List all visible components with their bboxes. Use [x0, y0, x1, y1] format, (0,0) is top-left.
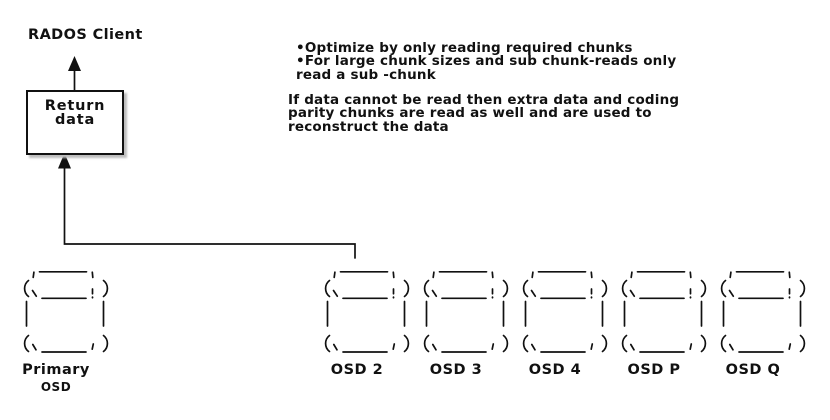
return-box-line1: Return — [44, 98, 106, 114]
osd-label: OSD Q — [725, 362, 781, 378]
cylinder-icon — [720, 270, 806, 353]
bullet-notes: •Optimize by only reading required chunk… — [296, 40, 677, 83]
osd-node-4: OSD 4 — [520, 270, 610, 400]
return-data-box: Return data — [26, 90, 124, 155]
rados-client-label: RADOS Client — [28, 27, 143, 43]
arrow-osd-to-return — [58, 153, 356, 259]
osd-node-primary: Primary OSD — [21, 270, 111, 400]
osd-node-2: OSD 2 — [322, 270, 412, 400]
cylinder-icon — [324, 270, 410, 353]
osd-sublabel: OSD — [40, 380, 72, 394]
osd-label: OSD P — [627, 362, 681, 378]
cylinder-icon — [423, 270, 509, 353]
osd-label: OSD 2 — [330, 362, 384, 378]
osd-node-q: OSD Q — [718, 270, 808, 400]
osd-label: OSD 3 — [429, 362, 483, 378]
arrow-return-to-client — [68, 56, 81, 91]
osd-node-3: OSD 3 — [421, 270, 511, 400]
osd-node-p: OSD P — [619, 270, 709, 400]
cylinder-icon — [23, 270, 109, 353]
cylinder-icon — [522, 270, 608, 353]
return-box-line2: data — [54, 112, 96, 128]
reconstruction-note: If data cannot be read then extra data a… — [288, 92, 680, 135]
osd-label: OSD 4 — [528, 362, 582, 378]
cylinder-icon — [621, 270, 707, 353]
osd-label: Primary — [22, 362, 90, 378]
